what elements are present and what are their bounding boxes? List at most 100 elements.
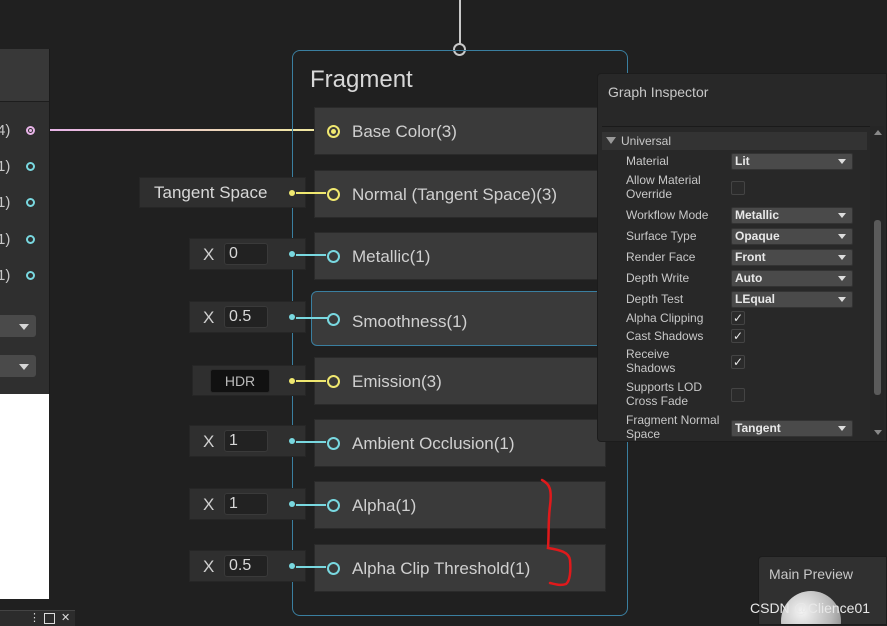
left-node-port-3[interactable]: 1) [0, 231, 44, 251]
block-label: Normal (Tangent Space)(3) [352, 185, 558, 204]
metallic-input[interactable]: X 0 [189, 238, 306, 270]
block-normal[interactable]: Normal (Tangent Space)(3) [314, 170, 606, 218]
left-node-port-1[interactable]: 1) [0, 158, 44, 178]
block-label: Alpha Clip Threshold(1) [352, 559, 531, 578]
ambient-occlusion-wire [296, 441, 326, 443]
normal-space-input[interactable]: Tangent Space [139, 177, 306, 208]
render-face-dropdown[interactable]: Front [731, 249, 853, 266]
output-dot-icon [289, 501, 295, 507]
port-circle-icon[interactable] [327, 313, 340, 326]
left-node-dropdown-2[interactable] [0, 355, 36, 377]
close-icon[interactable]: ✕ [61, 612, 71, 624]
supports-lod-cross-fade-checkbox[interactable] [731, 388, 745, 402]
watermark-text: CSDN @Clience01 [750, 600, 871, 616]
port-circle-icon[interactable] [26, 162, 35, 171]
emission-wire [296, 380, 326, 382]
smoothness-value-field[interactable]: 0.5 [224, 306, 268, 328]
inspector-scrollbar-thumb[interactable] [874, 220, 881, 395]
port-circle-icon[interactable] [327, 125, 340, 138]
depth-test-dropdown[interactable]: LEqual [731, 291, 853, 308]
metallic-value-field[interactable]: 0 [224, 243, 268, 265]
port-circle-icon[interactable] [327, 188, 340, 201]
depth-write-dropdown[interactable]: Auto [731, 270, 853, 287]
cast-shadows-checkbox[interactable]: ✓ [731, 329, 745, 343]
foldout-triangle-icon[interactable] [606, 137, 616, 144]
port-circle-icon[interactable] [26, 271, 35, 280]
inspector-row-label: Supports LOD Cross Fade [626, 380, 703, 408]
scroll-up-icon[interactable] [874, 130, 882, 135]
receive-shadows-checkbox[interactable]: ✓ [731, 355, 745, 369]
more-icon[interactable]: ⋮ [29, 612, 40, 624]
universal-section-header[interactable]: Universal [602, 132, 867, 150]
normal-wire [296, 192, 326, 194]
inspector-row-label: Depth Test [626, 292, 684, 306]
ambient-occlusion-input[interactable]: X 1 [189, 425, 306, 457]
main-preview-panel[interactable]: Main Preview [758, 556, 887, 625]
port-circle-icon[interactable] [327, 250, 340, 263]
alpha-clip-threshold-input[interactable]: X 0.5 [189, 550, 306, 582]
block-metallic[interactable]: Metallic(1) [314, 232, 606, 280]
left-port-label: 1) [0, 194, 11, 211]
material-dropdown[interactable]: Lit [731, 153, 853, 170]
alpha-value-field[interactable]: 1 [224, 493, 268, 515]
inspector-title: Graph Inspector [608, 84, 709, 100]
block-alpha[interactable]: Alpha(1) [314, 481, 606, 529]
alpha-input[interactable]: X 1 [189, 488, 306, 520]
metallic-wire [296, 254, 326, 256]
left-port-label: 4) [0, 122, 11, 139]
block-alpha-clip-threshold[interactable]: Alpha Clip Threshold(1) [314, 544, 606, 592]
port-circle-icon[interactable] [26, 198, 35, 207]
preview-title: Main Preview [769, 566, 854, 582]
port-circle-icon[interactable] [327, 499, 340, 512]
top-connection-wire [459, 0, 461, 44]
block-smoothness[interactable]: Smoothness(1) [311, 291, 606, 346]
normal-space-label: Tangent Space [154, 183, 268, 202]
graph-inspector-panel[interactable]: Graph Inspector Universal Material Lit A… [597, 73, 887, 442]
ambient-occlusion-value-field[interactable]: 1 [224, 430, 268, 452]
block-base-color[interactable]: Base Color(3) [314, 107, 606, 155]
block-label: Ambient Occlusion(1) [352, 434, 515, 453]
port-circle-icon[interactable] [327, 375, 340, 388]
alpha-clip-threshold-value-field[interactable]: 0.5 [224, 555, 268, 577]
workflow-mode-dropdown[interactable]: Metallic [731, 207, 853, 224]
hdr-color-swatch[interactable]: HDR [210, 369, 270, 393]
fragment-normal-space-dropdown[interactable]: Tangent [731, 420, 853, 437]
left-node-port-2[interactable]: 1) [0, 194, 44, 214]
port-circle-icon[interactable] [26, 235, 35, 244]
output-dot-icon [289, 438, 295, 444]
bottom-toolbar: ⋮ ✕ [0, 610, 75, 626]
inspector-row-label: Depth Write [626, 271, 690, 285]
port-circle-icon[interactable] [26, 126, 35, 135]
block-label: Base Color(3) [352, 122, 457, 141]
emission-color-input[interactable]: HDR [192, 365, 306, 396]
port-circle-icon[interactable] [327, 562, 340, 575]
left-node-port-4[interactable]: 1) [0, 267, 44, 287]
inspector-row-label: Surface Type [626, 229, 697, 243]
port-circle-icon[interactable] [327, 437, 340, 450]
block-label: Metallic(1) [352, 247, 431, 266]
left-node-port-0[interactable]: 4) [0, 122, 44, 142]
block-emission[interactable]: Emission(3) [314, 357, 606, 405]
smoothness-wire [296, 317, 329, 319]
maximize-icon[interactable] [44, 613, 55, 624]
left-port-label: 1) [0, 267, 11, 284]
surface-type-dropdown[interactable]: Opaque [731, 228, 853, 245]
inspector-row-label: Material [626, 154, 669, 168]
fragment-title: Fragment [310, 66, 413, 93]
output-dot-icon [289, 314, 295, 320]
alpha-clipping-checkbox[interactable]: ✓ [731, 311, 745, 325]
block-label: Alpha(1) [352, 496, 417, 515]
inspector-row-label: Receive Shadows [626, 347, 676, 375]
output-dot-icon [289, 251, 295, 257]
scroll-down-icon[interactable] [874, 430, 882, 435]
inspector-row-label: Allow Material Override [626, 173, 701, 201]
smoothness-input[interactable]: X 0.5 [189, 301, 306, 333]
left-node-partial[interactable]: 4) 1) 1) 1) 1) [0, 49, 50, 394]
block-ambient-occlusion[interactable]: Ambient Occlusion(1) [314, 419, 606, 467]
section-label: Universal [621, 134, 672, 148]
vertex-fragment-connector[interactable] [453, 43, 466, 56]
inspector-row-label: Alpha Clipping [626, 311, 704, 325]
left-node-dropdown-1[interactable] [0, 315, 36, 337]
allow-material-override-checkbox[interactable] [731, 181, 745, 195]
inspector-row-label: Workflow Mode [626, 208, 709, 222]
